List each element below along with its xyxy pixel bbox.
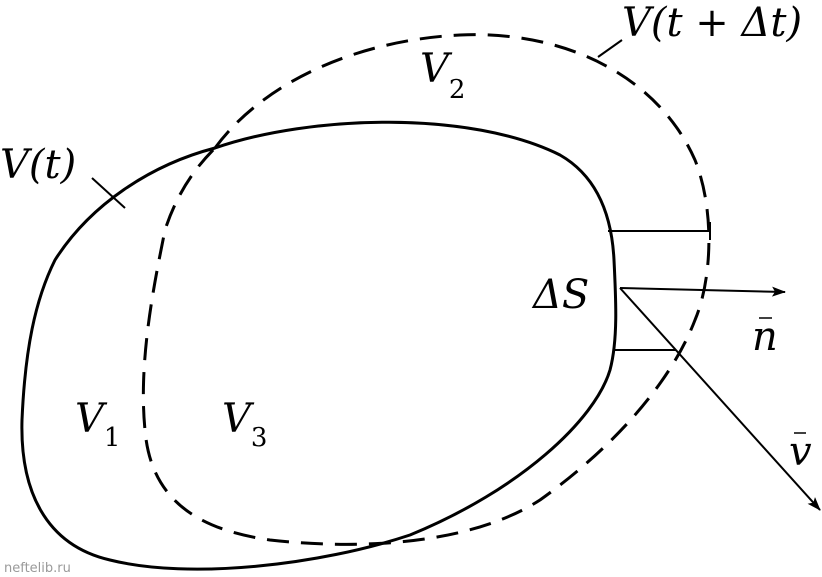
label-v3: V3	[222, 396, 267, 453]
velocity-arrow	[619, 287, 821, 511]
label-v-t: V(t)	[0, 142, 76, 188]
label-v1: V1	[75, 396, 120, 453]
label-v2: V2	[420, 46, 465, 105]
normal-arrow	[619, 286, 786, 297]
label-velocity-vector: v	[789, 429, 812, 475]
volume-t-boundary	[20, 120, 618, 571]
velocity-vector-letter: v	[789, 429, 812, 475]
v-t-dt-leader-line	[597, 39, 623, 58]
label-delta-s: ΔS	[531, 272, 589, 318]
normal-vector-letter: n	[752, 314, 778, 360]
v-t-leader-line	[91, 177, 126, 209]
watermark: neftelib.ru	[4, 561, 71, 576]
volume-t-dt-boundary	[141, 33, 711, 546]
label-v-t-dt: V(t + Δt)	[622, 0, 802, 46]
label-normal-vector: n	[752, 314, 778, 360]
